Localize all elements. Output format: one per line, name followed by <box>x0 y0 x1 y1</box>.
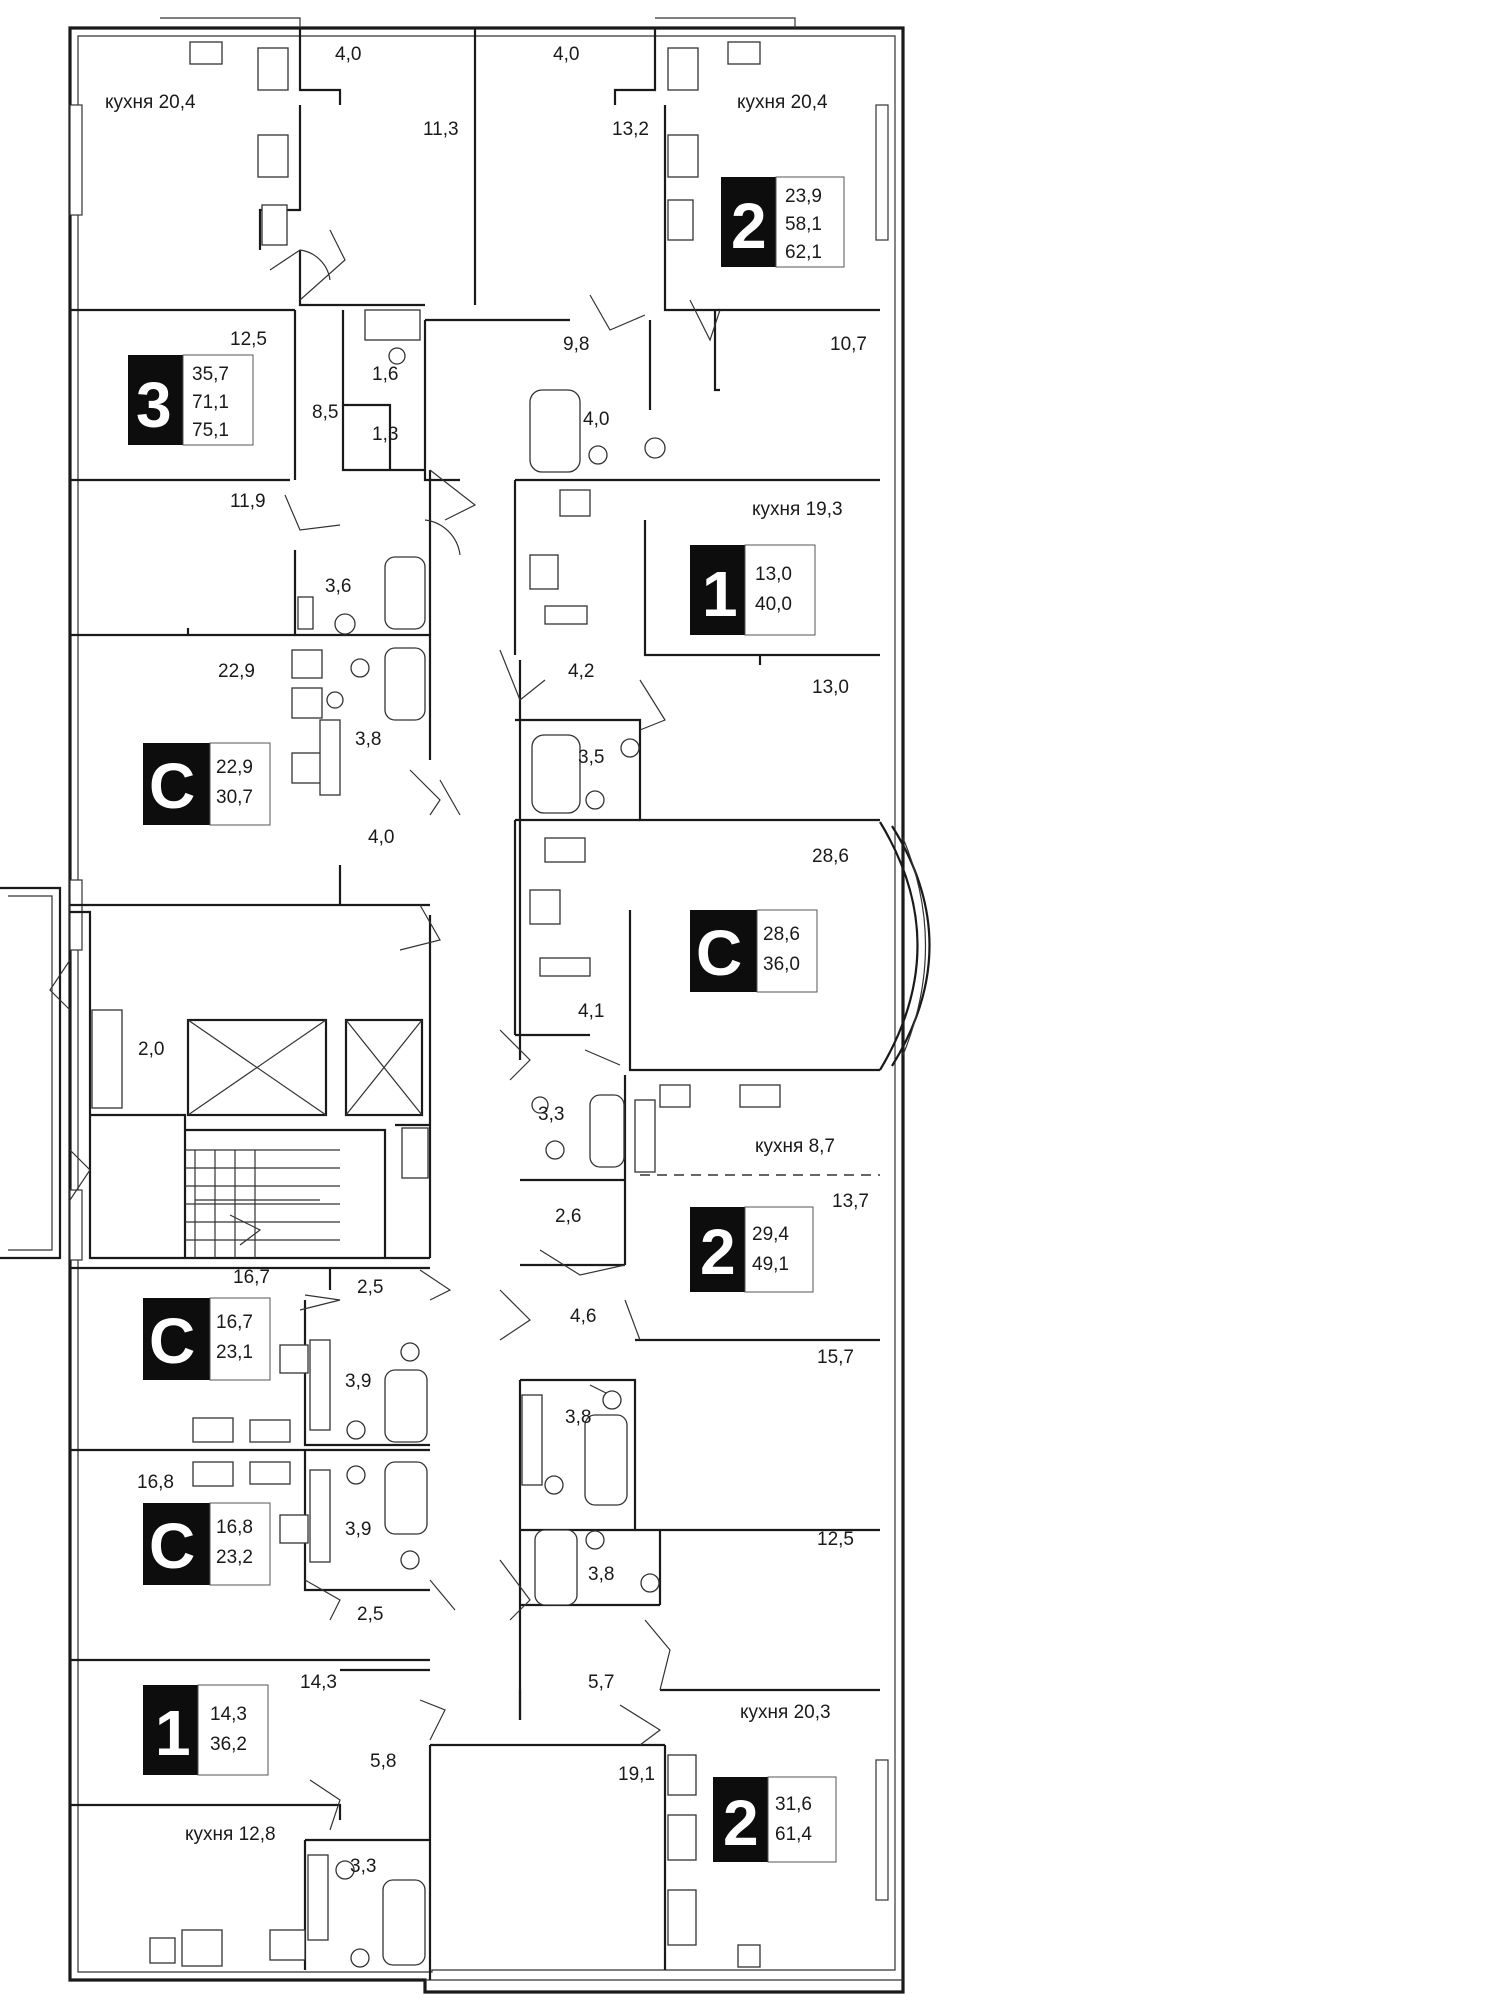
room-area-label: 11,9 <box>230 491 266 512</box>
windows <box>69 104 889 1901</box>
outer-walls <box>0 17 931 1994</box>
room-area-label: 5,7 <box>588 1672 614 1693</box>
room-area-label: 22,9 <box>218 661 255 682</box>
apartment-badge: 1 14,3 36,2 <box>143 1684 269 1776</box>
room-area-label: кухня 20,4 <box>737 92 828 113</box>
svg-text:61,4: 61,4 <box>775 1824 812 1845</box>
room-area-label: 3,9 <box>345 1371 371 1392</box>
svg-text:С: С <box>696 917 742 989</box>
svg-text:2: 2 <box>700 1216 736 1288</box>
room-area-label: кухня 12,8 <box>185 1824 276 1845</box>
room-area-label: 28,6 <box>812 846 849 867</box>
room-area-label: 4,0 <box>335 44 361 65</box>
room-area-label: 3,3 <box>538 1104 564 1125</box>
svg-text:40,0: 40,0 <box>755 594 792 615</box>
room-area-label: 13,0 <box>812 677 849 698</box>
svg-text:36,2: 36,2 <box>210 1734 247 1755</box>
apartment-badge: 3 35,7 71,1 75,1 <box>128 354 254 446</box>
svg-text:1: 1 <box>702 558 738 630</box>
svg-text:С: С <box>149 1305 195 1377</box>
room-area-label: 15,7 <box>817 1347 854 1368</box>
apartment-badge: С 22,9 30,7 <box>143 742 271 826</box>
fixtures <box>91 41 781 1968</box>
room-area-label: 4,2 <box>568 661 594 682</box>
room-area-label: 3,5 <box>578 747 604 768</box>
svg-text:2: 2 <box>731 190 767 262</box>
svg-text:С: С <box>149 1510 195 1582</box>
svg-text:23,1: 23,1 <box>216 1342 253 1363</box>
doors <box>49 229 721 1831</box>
svg-text:14,3: 14,3 <box>210 1704 247 1725</box>
room-area-label: 8,5 <box>312 402 338 423</box>
room-area-label: 4,0 <box>553 44 579 65</box>
room-area-label: 3,8 <box>588 1564 614 1585</box>
room-area-label: кухня 20,3 <box>740 1702 831 1723</box>
svg-text:58,1: 58,1 <box>785 214 822 235</box>
svg-text:31,6: 31,6 <box>775 1794 812 1815</box>
room-area-label: 2,5 <box>357 1604 383 1625</box>
room-area-label: 4,6 <box>570 1306 596 1327</box>
svg-text:71,1: 71,1 <box>192 392 229 413</box>
svg-text:16,8: 16,8 <box>216 1517 253 1538</box>
room-area-label: 19,1 <box>618 1764 655 1785</box>
room-area-label: 1,6 <box>372 364 398 385</box>
room-area-label: 4,0 <box>583 409 609 430</box>
svg-text:36,0: 36,0 <box>763 954 800 975</box>
apartment-badge: 1 13,0 40,0 <box>690 544 816 636</box>
room-area-label: 3,3 <box>350 1856 376 1877</box>
room-area-label: 16,8 <box>137 1472 174 1493</box>
svg-text:3: 3 <box>136 369 172 441</box>
apartment-badge: 2 29,4 49,1 <box>690 1206 814 1293</box>
svg-text:23,2: 23,2 <box>216 1547 253 1568</box>
room-area-label: кухня 8,7 <box>755 1136 835 1157</box>
apartment-badge: С 28,6 36,0 <box>690 909 818 993</box>
svg-text:75,1: 75,1 <box>192 420 229 441</box>
room-area-label: 2,5 <box>357 1277 383 1298</box>
room-area-label: 9,8 <box>563 334 589 355</box>
room-area-label: 3,6 <box>325 576 351 597</box>
room-area-label: 3,9 <box>345 1519 371 1540</box>
svg-text:62,1: 62,1 <box>785 242 822 263</box>
apartment-badge: С 16,8 23,2 <box>143 1502 271 1586</box>
staircase <box>185 1149 340 1258</box>
apartment-badge: 2 31,6 61,4 <box>713 1776 837 1863</box>
room-area-label: 2,6 <box>555 1206 581 1227</box>
room-area-label: 12,5 <box>230 329 267 350</box>
svg-text:2: 2 <box>723 1787 759 1859</box>
room-area-label: 2,0 <box>138 1039 164 1060</box>
room-area-label: 13,7 <box>832 1191 869 1212</box>
svg-text:49,1: 49,1 <box>752 1254 789 1275</box>
room-area-label: 10,7 <box>830 334 867 355</box>
svg-text:22,9: 22,9 <box>216 757 253 778</box>
apartment-badge: С 16,7 23,1 <box>143 1297 271 1381</box>
room-area-label: 11,3 <box>423 119 459 140</box>
svg-text:1: 1 <box>155 1697 191 1769</box>
svg-text:29,4: 29,4 <box>752 1224 789 1245</box>
room-area-label: 16,7 <box>233 1267 270 1288</box>
room-area-label: 1,3 <box>372 424 398 445</box>
room-area-label: 3,8 <box>565 1407 591 1428</box>
svg-text:28,6: 28,6 <box>763 924 800 945</box>
room-area-label: кухня 19,3 <box>752 499 843 520</box>
room-area-label: 3,8 <box>355 729 381 750</box>
svg-text:30,7: 30,7 <box>216 787 253 808</box>
room-area-label: 14,3 <box>300 1672 337 1693</box>
room-area-label: 4,0 <box>368 827 394 848</box>
svg-text:16,7: 16,7 <box>216 1312 253 1333</box>
room-area-label: 5,8 <box>370 1751 396 1772</box>
room-area-label: 13,2 <box>612 119 649 140</box>
room-area-label: кухня 20,4 <box>105 92 196 113</box>
room-area-label: 4,1 <box>578 1001 604 1022</box>
room-area-label: 12,5 <box>817 1529 854 1550</box>
svg-text:35,7: 35,7 <box>192 364 229 385</box>
apartment-badges: 2 23,9 58,1 62,1 3 35,7 71,1 75,1 1 13,0… <box>128 176 845 1863</box>
room-labels: 4,0 4,0 кухня 20,4 кухня 20,4 11,3 13,2 … <box>105 44 869 1877</box>
svg-text:С: С <box>149 750 195 822</box>
svg-text:23,9: 23,9 <box>785 186 822 207</box>
apartment-badge: 2 23,9 58,1 62,1 <box>721 176 845 268</box>
svg-text:13,0: 13,0 <box>755 564 792 585</box>
